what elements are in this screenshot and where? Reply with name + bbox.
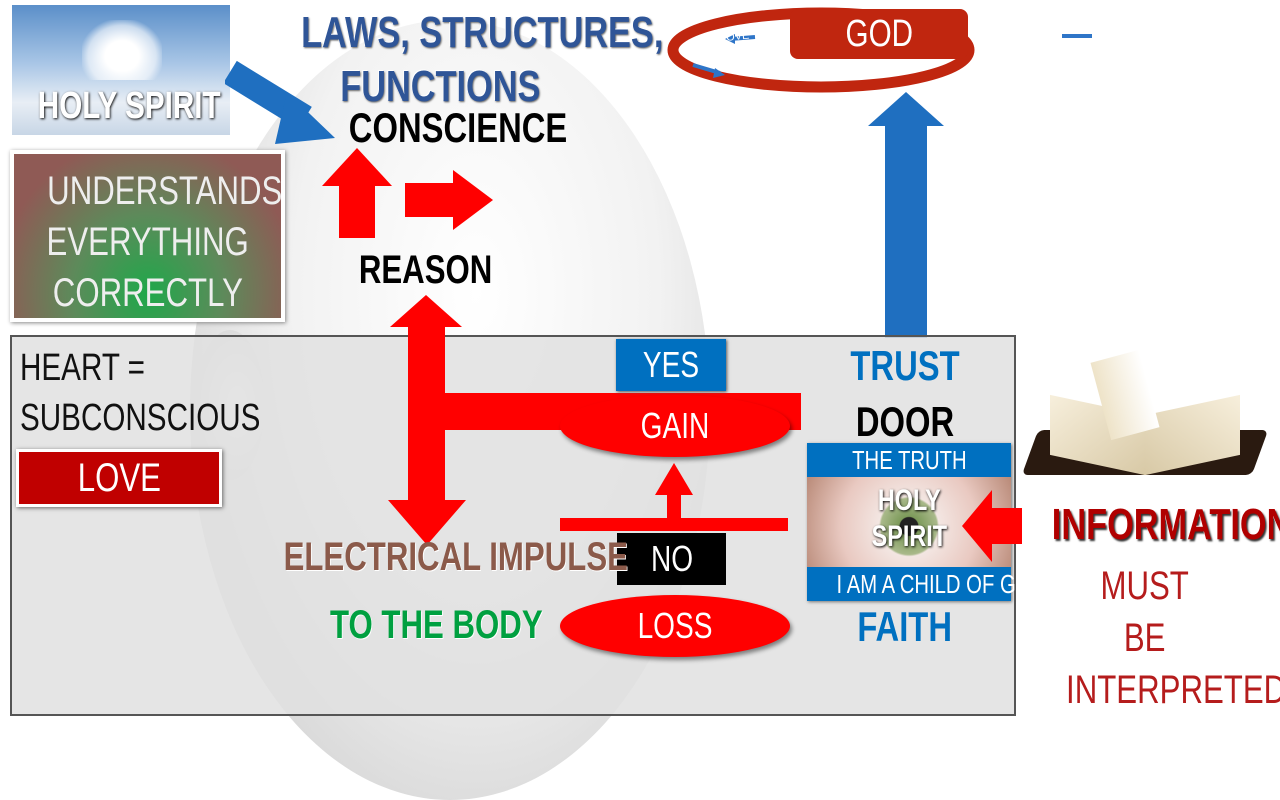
holy-spirit-image: HOLY SPIRIT: [12, 5, 230, 135]
eye-spirit-label: SPIRIT: [871, 520, 947, 553]
faith-label: FAITH: [857, 603, 953, 650]
fruit-arrow-icon: [1062, 34, 1092, 38]
understands-line1: UNDERSTANDS: [47, 169, 283, 213]
yes-label: YES: [642, 344, 700, 385]
must-label: MUST: [1100, 564, 1190, 608]
reason-label: REASON: [358, 248, 493, 292]
blue-arrow-to-conscience: [225, 60, 335, 144]
no-label: NO: [650, 538, 693, 579]
holy-spirit-label: HOLY SPIRIT: [37, 85, 221, 127]
to-the-body-label: TO THE BODY: [329, 603, 543, 647]
interpreted-label: INTERPRETED: [1066, 668, 1280, 712]
yes-box: YES: [616, 339, 726, 391]
conscience-label: CONSCIENCE: [348, 104, 568, 151]
red-arrow-to-eye: [962, 490, 1022, 562]
up-arrow-to-reason: [390, 295, 462, 327]
blue-arrow-to-god: [868, 92, 944, 338]
god-label: GOD: [845, 13, 913, 55]
up-arrow-to-gain: [655, 463, 693, 520]
dove-icon: [82, 20, 162, 80]
child-of-god-label: I AM A CHILD OF GOD: [836, 569, 1047, 599]
title-line1: LAWS, STRUCTURES,: [301, 8, 664, 57]
love-label: LOVE: [77, 456, 161, 500]
love-box: LOVE: [16, 449, 222, 507]
right-arrow: [405, 170, 493, 230]
understands-line3: CORRECTLY: [52, 271, 243, 315]
god-box: GOD: [790, 9, 968, 59]
no-box: NO: [617, 533, 726, 585]
red-divider-line: [560, 518, 788, 531]
loss-ellipse: LOSS: [560, 595, 790, 657]
ring-fruit-label: FRUIT: [1030, 27, 1063, 39]
down-arrow-to-impulse: [388, 500, 466, 545]
understands-box: UNDERSTANDS EVERYTHING CORRECTLY: [10, 150, 285, 322]
title-line2: FUNCTIONS: [339, 62, 541, 111]
understands-line2: EVERYTHING: [46, 220, 249, 264]
loss-label: LOSS: [637, 605, 713, 646]
eye-holy-label: HOLY: [877, 484, 941, 517]
heart-label: HEART =: [20, 347, 145, 389]
the-truth-label: THE TRUTH: [851, 445, 967, 475]
gain-ellipse: GAIN: [560, 395, 790, 457]
trust-label: TRUST: [850, 342, 960, 389]
be-label: BE: [1124, 616, 1166, 660]
subconscious-label: SUBCONSCIOUS: [20, 397, 261, 439]
up-arrow-to-conscience: [322, 148, 392, 238]
gain-label: GAIN: [640, 405, 710, 446]
bible-image: [1020, 349, 1270, 495]
door-label: DOOR: [855, 398, 955, 445]
electrical-impulse-label: ELECTRICAL IMPULSE: [283, 535, 628, 579]
information-label: INFORMATION: [1051, 500, 1280, 549]
